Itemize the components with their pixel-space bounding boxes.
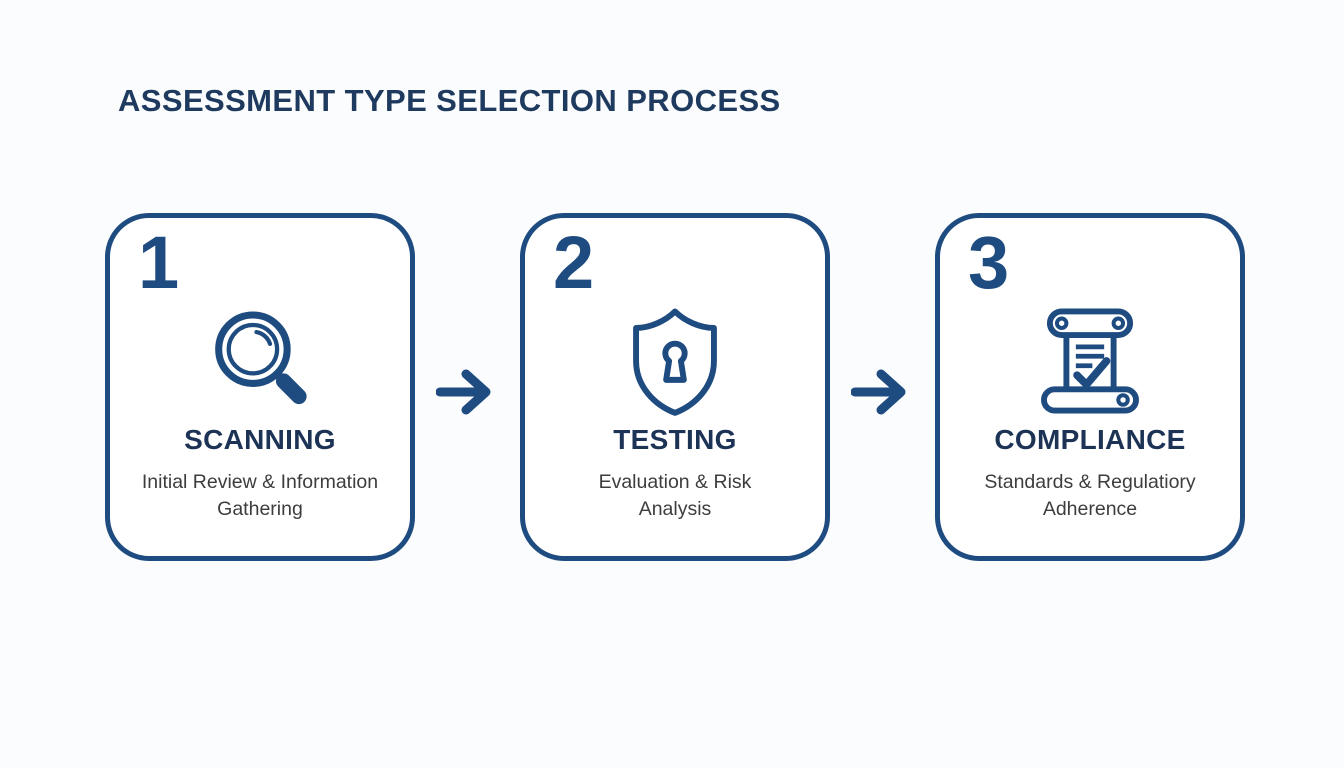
step-card-scanning: 1 SCANNING Initial Review & Information … (105, 213, 415, 561)
right-arrow-icon (436, 366, 496, 418)
step-subtitle: Initial Review & Information Gathering (117, 469, 403, 523)
step-subtitle-line: Analysis (638, 498, 712, 520)
step-card-compliance: 3 COMPLIANCE Standards & Regulatiory Adh… (935, 213, 1245, 561)
right-arrow-icon (851, 366, 911, 418)
step-number: 2 (553, 221, 595, 304)
step-subtitle-line: Gathering (217, 498, 303, 520)
step-subtitle: Standards & Regulatiory Adherence (947, 469, 1233, 523)
step-number: 3 (968, 221, 1010, 304)
step-subtitle: Evaluation & Risk Analysis (532, 469, 818, 523)
scroll-checkmark-icon (1031, 302, 1149, 420)
step-subtitle-line: Evaluation & Risk (598, 471, 752, 493)
step-title: SCANNING (184, 424, 336, 455)
step-subtitle-line: Initial Review & Information (141, 471, 379, 493)
step-subtitle-line: Adherence (1042, 498, 1138, 520)
step-subtitle-line: Standards & Regulatiory (984, 471, 1196, 493)
step-card-testing: 2 TESTING Evaluation & Risk Analysis (520, 213, 830, 561)
step-title: COMPLIANCE (994, 424, 1186, 455)
page-title: ASSESSMENT TYPE SELECTION PROCESS (118, 83, 781, 118)
step-number: 1 (138, 221, 180, 304)
shield-keyhole-icon (616, 302, 734, 420)
magnifier-icon (201, 302, 319, 420)
step-title: TESTING (613, 424, 737, 455)
